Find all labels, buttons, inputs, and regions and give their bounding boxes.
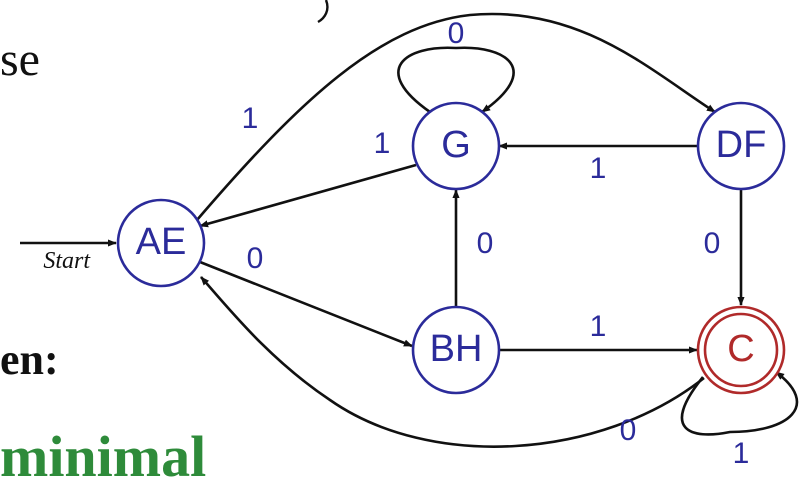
transition-edge-g-g xyxy=(397,46,515,114)
clipped-text-top: se xyxy=(0,33,40,86)
state-ae: AE xyxy=(116,198,206,288)
state-circle-bh xyxy=(411,305,501,395)
transition-label-bh-g: 0 xyxy=(477,227,494,260)
state-label-c: C xyxy=(727,328,754,370)
dfa-states: AE G DF BH C xyxy=(116,101,786,395)
transition-edges xyxy=(20,0,799,448)
transition-edge-ae-df xyxy=(196,12,716,221)
transition-edge-g-ae xyxy=(199,163,417,228)
state-df: DF xyxy=(696,101,786,191)
state-circle-ae xyxy=(116,198,206,288)
accepting-ring xyxy=(703,312,779,388)
transition-label-ae-df: 1 xyxy=(242,102,259,135)
transition-edge-ae-bh xyxy=(199,260,413,348)
state-label-g: G xyxy=(441,124,471,166)
transition-label-bh-c: 1 xyxy=(590,310,607,343)
state-circle-c xyxy=(696,305,786,395)
transition-label-df-g: 1 xyxy=(590,152,607,185)
state-g: G xyxy=(411,101,501,191)
transition-label-c-ae: 0 xyxy=(620,414,637,447)
state-label-bh: BH xyxy=(430,328,483,370)
state-circle-g xyxy=(411,101,501,191)
state-label-ae: AE xyxy=(136,221,187,263)
state-c: C xyxy=(696,305,786,395)
transition-label-g-ae: 1 xyxy=(374,127,391,160)
state-circle-df xyxy=(696,101,786,191)
transition-edge-c-ae xyxy=(200,276,705,448)
clipped-text-middle: en: xyxy=(0,335,59,384)
transition-label-ae-bh: 0 xyxy=(247,242,264,275)
clipped-glyph-fragment xyxy=(317,0,329,24)
start-label: Start xyxy=(43,248,91,274)
transition-label-g-g: 0 xyxy=(448,17,465,50)
state-bh: BH xyxy=(411,305,501,395)
transition-label-df-c: 0 xyxy=(704,227,721,260)
transition-label-c-c: 1 xyxy=(733,437,750,467)
transition-edge-c-c xyxy=(680,370,799,436)
state-label-df: DF xyxy=(716,124,767,166)
